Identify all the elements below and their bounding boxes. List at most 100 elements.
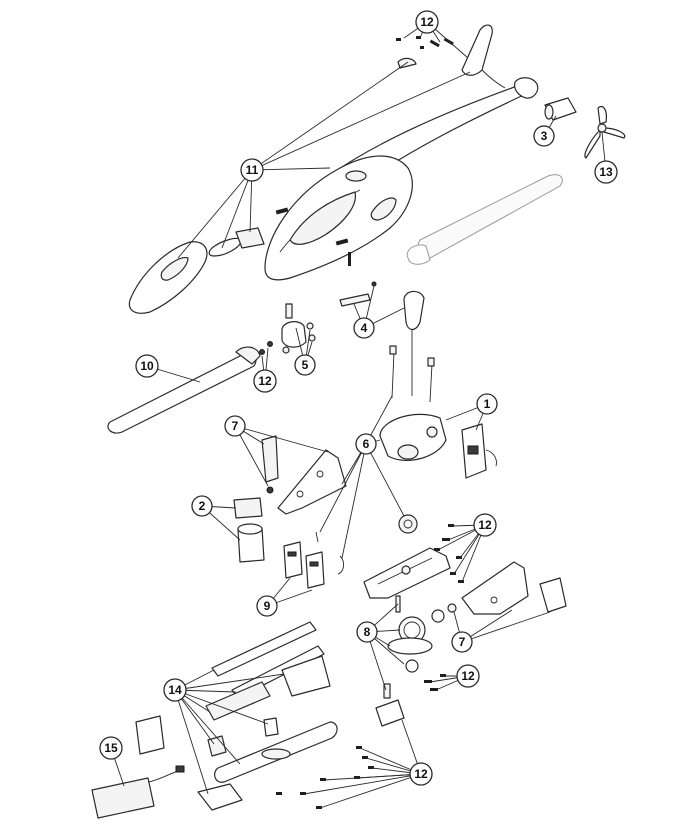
servo-2 xyxy=(305,551,325,589)
upper-blade-grip xyxy=(406,244,431,265)
callout-13: 13 xyxy=(594,160,618,184)
callout-7-right: 7 xyxy=(451,631,473,653)
chassis-bearing xyxy=(401,565,411,575)
svg-text:12: 12 xyxy=(414,767,428,781)
svg-text:10: 10 xyxy=(140,359,154,373)
upper-main-blade xyxy=(406,174,563,265)
tail-rotor-blade-2 xyxy=(603,127,626,139)
tail-motor xyxy=(544,97,577,121)
callout-10: 10 xyxy=(135,354,159,378)
linkage-rod-1 xyxy=(391,351,395,399)
svg-text:7: 7 xyxy=(459,635,466,649)
svg-text:12: 12 xyxy=(420,15,434,29)
svg-text:6: 6 xyxy=(363,437,370,451)
frame-hole-3 xyxy=(490,596,498,604)
callout-2: 2 xyxy=(191,495,213,517)
main-motor xyxy=(233,497,265,563)
servo-arm xyxy=(315,531,319,543)
tail-boom-end xyxy=(514,77,539,99)
hub-washer-3 xyxy=(282,346,290,354)
swashplate xyxy=(398,514,418,534)
hub-nut-1 xyxy=(267,341,273,347)
rotor-hub xyxy=(281,321,307,348)
hub-nut-2 xyxy=(259,349,265,355)
svg-text:4: 4 xyxy=(361,321,368,335)
mount-screw xyxy=(383,683,391,699)
callout-12-chassis: 12 xyxy=(473,513,497,537)
battery-connector xyxy=(175,765,185,773)
drive-belt xyxy=(387,637,433,655)
landing-gear xyxy=(197,621,338,811)
head-block-bearing xyxy=(397,444,419,460)
gear-washer xyxy=(405,659,419,673)
battery-pack xyxy=(91,777,155,819)
lower-mount xyxy=(375,699,405,727)
servos xyxy=(283,531,345,589)
tail-fin-link xyxy=(481,69,506,89)
tail-rotor-hub xyxy=(597,123,607,133)
tail-rotor xyxy=(584,105,626,159)
servo-1 xyxy=(283,541,303,579)
svg-text:1: 1 xyxy=(484,397,491,411)
linkage-rod-2 xyxy=(429,363,433,403)
right-frame-plate xyxy=(461,561,529,615)
shaft-ball xyxy=(371,281,377,287)
callout-7-left: 7 xyxy=(224,415,246,437)
charger-unit xyxy=(135,715,165,755)
swashplate-center xyxy=(403,519,413,529)
canopy-mount xyxy=(235,227,265,249)
pinion-gear xyxy=(431,609,445,623)
fuselage-window xyxy=(289,191,356,245)
callout-12-top: 12 xyxy=(415,10,439,34)
frame-hole-1 xyxy=(296,490,304,498)
canopy-hatch xyxy=(345,170,367,182)
lower-blade-grip xyxy=(235,346,261,365)
body-shell xyxy=(128,24,539,314)
servo-2-label xyxy=(309,561,319,567)
motor-top xyxy=(237,523,263,535)
svg-text:12: 12 xyxy=(258,374,272,388)
callout-14: 14 xyxy=(163,678,187,702)
hub-washer-1 xyxy=(306,322,314,330)
svg-text:8: 8 xyxy=(364,625,371,639)
lower-main-blade xyxy=(107,346,261,434)
body-screws xyxy=(275,207,351,266)
svg-text:3: 3 xyxy=(541,129,548,143)
svg-text:7: 7 xyxy=(232,419,239,433)
svg-text:12: 12 xyxy=(461,669,475,683)
tail-rotor-blade-3 xyxy=(584,129,601,159)
frame-nut xyxy=(266,486,274,494)
hardware-screws xyxy=(276,524,464,809)
skid-upper xyxy=(211,621,317,677)
callout-12-gear: 12 xyxy=(456,664,480,688)
svg-text:13: 13 xyxy=(599,165,613,179)
svg-text:9: 9 xyxy=(264,599,271,613)
frame-hole-2 xyxy=(316,470,324,478)
upper-frame xyxy=(261,413,497,534)
callout-6: 6 xyxy=(355,433,377,455)
gear-bracket xyxy=(207,735,227,757)
servo-1-label xyxy=(287,551,297,557)
hub-washer-2 xyxy=(308,334,316,342)
svg-text:11: 11 xyxy=(246,163,259,177)
rod-end-1 xyxy=(389,345,397,355)
callout-1: 1 xyxy=(476,393,498,415)
shaft-pin xyxy=(339,293,371,307)
svg-text:12: 12 xyxy=(478,518,492,532)
left-frame-bracket xyxy=(261,435,279,483)
rod-end-2 xyxy=(427,357,435,367)
head-block xyxy=(379,413,447,461)
motor-heatsink xyxy=(233,497,263,519)
tail-motor-end xyxy=(544,104,554,120)
right-frame-bracket xyxy=(539,577,567,613)
callouts: 1 2 3 4 5 6 7 7 xyxy=(99,10,618,786)
rotor-head-parts xyxy=(259,281,435,403)
battery xyxy=(91,715,185,819)
side-window-piece xyxy=(208,237,243,257)
tail-rotor-blade-1 xyxy=(597,105,607,125)
callout-15: 15 xyxy=(99,736,123,760)
svg-text:5: 5 xyxy=(302,358,309,372)
servo-link xyxy=(337,555,345,575)
callout-8: 8 xyxy=(356,621,378,643)
